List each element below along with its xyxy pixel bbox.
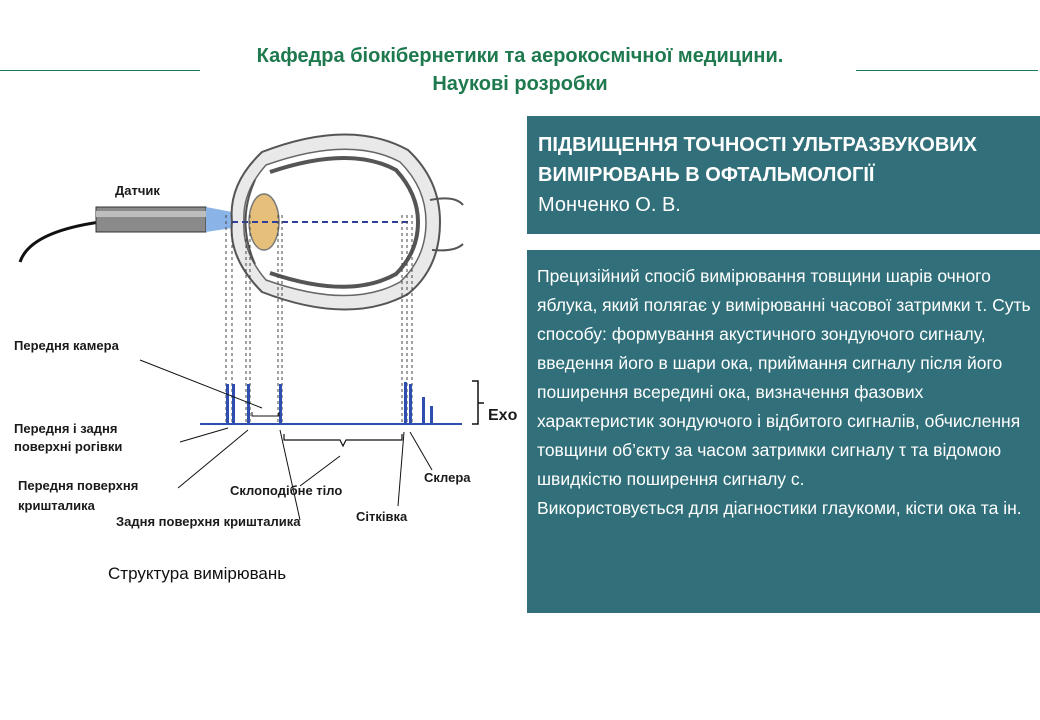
- title-box-heading-line2: ВИМІРЮВАНЬ В ОФТАЛЬМОЛОГІЇ: [538, 164, 875, 186]
- echo-pulses: [226, 382, 433, 424]
- label-vitreous: Склоподібне тіло: [230, 483, 342, 498]
- page-title-line2: Наукові розробки: [432, 73, 608, 95]
- label-anterior-chamber: Передня камера: [14, 338, 120, 353]
- page-title: Кафедра біокібернетики та аерокосмічної …: [0, 42, 1040, 98]
- sensor-cable: [18, 220, 101, 263]
- label-sensor: Датчик: [115, 183, 160, 198]
- title-box-heading-line1: ПІДВИЩЕННЯ ТОЧНОСТІ УЛЬТРАЗВУКОВИХ: [538, 134, 978, 156]
- vitreous-brace: [283, 434, 403, 448]
- title-box-author: Монченко О. В.: [538, 194, 681, 216]
- description-paragraph-1: Прецизійний спосіб вимірювання товщини ш…: [537, 266, 1031, 489]
- label-retina: Сітківка: [356, 509, 408, 524]
- title-box: ПІДВИЩЕННЯ ТОЧНОСТІ УЛЬТРАЗВУКОВИХ ВИМІР…: [527, 116, 1040, 234]
- anterior-chamber-bracket: [251, 412, 280, 417]
- leader-lines: [139, 359, 433, 521]
- description-paragraph-2: Використовується для діагностики глауком…: [537, 498, 1022, 518]
- sensor-body: [95, 206, 207, 233]
- diagram-caption: Структура вимірювань: [108, 564, 287, 583]
- label-cornea-2: поверхні рогівки: [14, 439, 122, 454]
- echo-bracket: [472, 380, 484, 425]
- label-lens-back: Задня поверхня кришталика: [116, 514, 301, 529]
- retina-layer: [269, 156, 421, 289]
- label-lens-front-2: кришталика: [18, 498, 96, 513]
- page-title-line1: Кафедра біокібернетики та аерокосмічної …: [256, 45, 784, 67]
- label-sclera: Склера: [424, 470, 471, 485]
- header-rule-right: [856, 70, 1038, 71]
- sensor-highlight: [96, 211, 206, 217]
- description-box: Прецизійний спосіб вимірювання товщини ш…: [527, 250, 1040, 613]
- label-lens-front-1: Передня поверхня: [18, 478, 138, 493]
- header-rule-left: [0, 70, 200, 71]
- label-echo: Exo: [488, 407, 518, 424]
- sensor-beam: [206, 207, 232, 232]
- ultrasound-eye-diagram: Датчик Передня камера Передня і задня по…: [14, 133, 518, 529]
- label-cornea-1: Передня і задня: [14, 421, 117, 436]
- optic-nerve: [429, 197, 464, 252]
